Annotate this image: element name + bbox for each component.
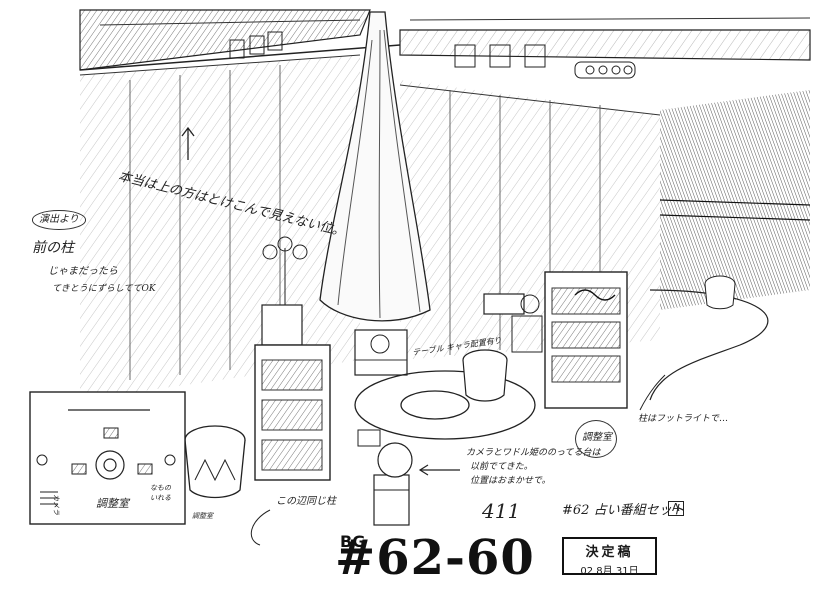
set-label: #62 占い番組セット [562,503,685,518]
approval-status: 決定稿 [585,545,634,560]
note-control-room-right: 調整室 [582,432,612,443]
control-room-window [659,90,811,310]
approval-date: 02 8月 31日 [580,566,639,577]
note-camera-3: 位置はおまかせで。 [470,476,551,486]
central-drapery [319,11,431,322]
fortune-table [354,329,408,376]
note-control-room: 調整室 [192,512,213,520]
map-label-1: なもの [150,484,171,492]
control-room-bubble [575,420,617,458]
set-variant-box: A [668,501,684,516]
stamp-code: #62-60 [335,530,535,586]
map-camera-label: カメラ [52,494,60,515]
camera-stands [357,293,543,526]
note-camera-2: 以前でてきた。 [470,462,533,472]
note-front-pillar-detail-2: てきとうにずらしててOK [52,284,156,294]
note-pillar-spotlight: 柱はフットライトで… [638,414,729,424]
note-front-pillar: 前の柱 [32,240,74,256]
note-front-pillar-detail-1: じゃまだったら [48,266,118,277]
note-circled: 演出より [32,210,86,230]
map-label-2: いれる [150,494,171,502]
annotation-arrows [181,126,666,546]
note-same-pillar: この辺同じ柱 [276,496,336,507]
map-control-room-label: 調整室 [96,497,129,510]
cut-number: 411 [482,499,521,523]
floor-plan-inset [29,391,186,525]
drum-props [184,275,736,499]
stamp-prefix: BG [340,532,366,551]
approval-stamp: 決定稿 02 8月 31日 [562,537,657,577]
ornate-pillar-right [544,271,628,409]
note-camera-1: カメラとワドル姫ののってる台は [466,448,601,458]
ceiling-rig [79,9,811,79]
ornate-pillar-left [254,236,331,481]
